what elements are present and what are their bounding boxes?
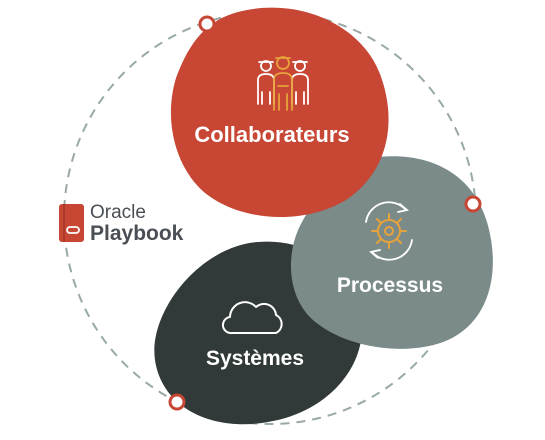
book-icon bbox=[59, 204, 84, 242]
collaborateurs-label: Collaborateurs bbox=[194, 122, 350, 147]
processus-blob bbox=[290, 156, 493, 349]
people-group-icon bbox=[257, 56, 309, 111]
systemes-label: Systèmes bbox=[205, 347, 305, 370]
processus-label: Processus bbox=[336, 274, 444, 297]
brand-line1: Oracle bbox=[90, 202, 146, 223]
collaborateurs-blob bbox=[170, 7, 389, 218]
ring-dot-right bbox=[464, 195, 482, 213]
gear-cycle-icon bbox=[365, 201, 413, 261]
ring-dot-bottom bbox=[168, 393, 186, 411]
brand-line2: Playbook bbox=[90, 222, 184, 245]
oracle-playbook-logo: Oracle Playbook bbox=[58, 203, 183, 248]
cloud-icon bbox=[221, 301, 283, 335]
ring-dot-top bbox=[198, 15, 216, 33]
